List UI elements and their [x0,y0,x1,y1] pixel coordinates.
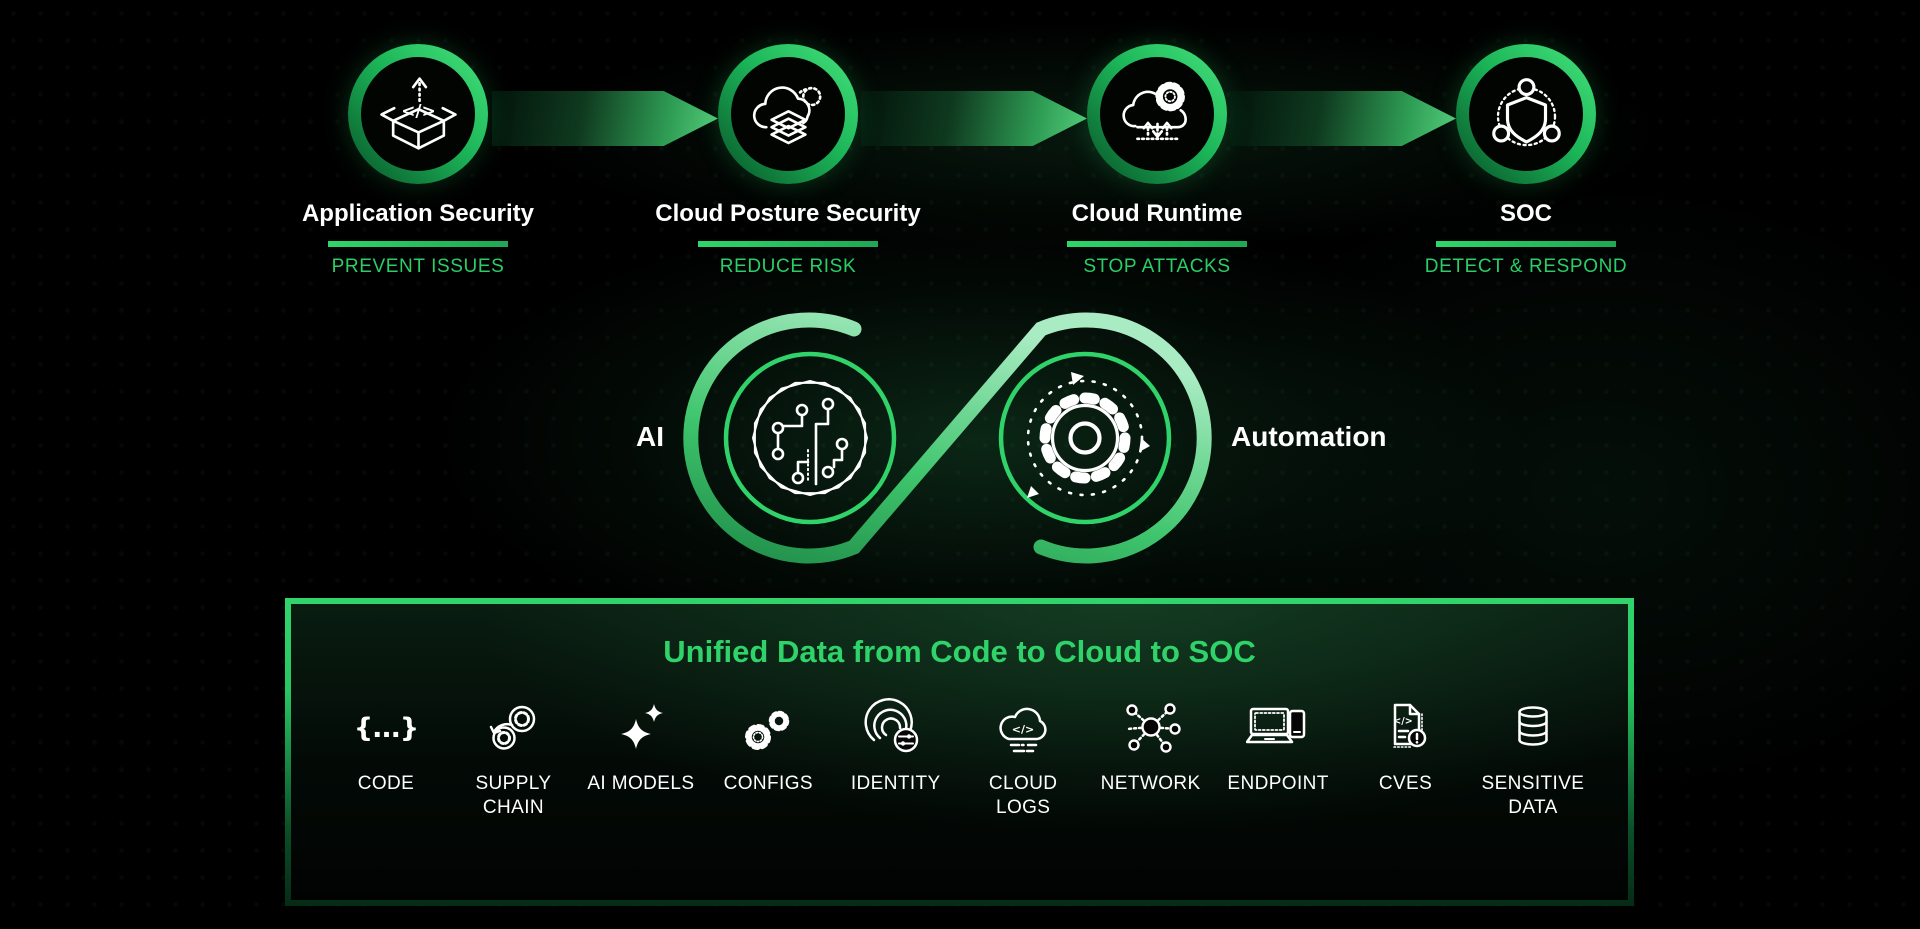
unified-item-network: NETWORK [1096,698,1206,820]
unified-item-cloud-logs: </> CLOUD LOGS [968,698,1078,820]
unified-item-cves: </> CVES [1351,698,1461,820]
unified-item-configs: CONFIGS [713,698,823,820]
unified-item-label: CODE [357,773,415,794]
unified-items-row: {...} CODE SUPPLY CHAIN [291,698,1628,820]
unified-item-label: NETWORK [1100,773,1201,794]
supply-chain-gears-icon [481,698,545,762]
stage-divider-bar [1067,241,1247,247]
ai-chip-icon [752,380,868,496]
stage-application-security: </> Application Security PREVENT ISSUES [268,44,568,278]
unified-item-label: SENSITIVE DATA [1481,773,1585,818]
unified-item-identity: IDENTITY [841,698,951,820]
automation-gear-icon [1026,372,1150,498]
stage-sublabel: STOP ATTACKS [1083,256,1231,277]
stage-sublabel: REDUCE RISK [719,256,857,277]
ai-models-sparkles-icon [609,698,673,762]
app-security-box-icon: </> [371,67,466,162]
unified-item-label: ENDPOINT [1227,773,1329,794]
stage-sublabel: PREVENT ISSUES [331,256,505,277]
cloud-runtime-gear-icon [1110,67,1205,162]
flow-arrow-icon [492,91,718,146]
svg-text:</>: </> [401,100,435,120]
configs-gears-icon [736,698,800,762]
stage-sublabel: DETECT & RESPOND [1424,256,1628,277]
unified-item-endpoint: ENDPOINT [1223,698,1333,820]
stage-divider-bar [1436,241,1616,247]
endpoint-devices-icon [1246,698,1310,762]
stage-title: SOC [1499,200,1552,227]
unified-item-sensitive-data: SENSITIVE DATA [1478,698,1588,820]
unified-item-label: CVES [1378,773,1433,794]
unified-item-label: SUPPLY CHAIN [475,773,552,818]
cloud-posture-layers-icon [741,67,836,162]
svg-text:</>: </> [1393,716,1412,727]
unified-item-label: CONFIGS [723,773,813,794]
unified-item-ai-models: AI MODELS [586,698,696,820]
stage-soc: SOC DETECT & RESPOND [1376,44,1676,278]
flow-arrow-icon [1230,91,1456,146]
stage-divider-bar [698,241,878,247]
unified-data-title: Unified Data from Code to Cloud to SOC [663,634,1256,669]
sensitive-data-database-icon [1501,698,1565,762]
cves-document-icon: </> [1374,698,1438,762]
svg-text:{...}: {...} [354,713,418,744]
ai-label: AI [636,421,664,452]
infinity-path [683,312,1212,564]
stage-title: Cloud Posture Security [655,200,921,227]
stage-divider-bar [328,241,508,247]
code-braces-icon: {...} [354,698,418,762]
automation-label: Automation [1231,421,1387,452]
unified-item-label: AI MODELS [587,773,695,794]
unified-data-box: Unified Data from Code to Cloud to SOC {… [285,598,1634,906]
unified-item-code: {...} CODE [331,698,441,820]
network-nodes-icon [1119,698,1183,762]
stage-title: Cloud Runtime [1071,200,1243,227]
stage-title: Application Security [301,200,535,227]
identity-fingerprint-icon [864,698,928,762]
unified-item-label: IDENTITY [850,773,941,794]
svg-text:</>: </> [1012,723,1034,736]
stage-cloud-runtime: Cloud Runtime STOP ATTACKS [1007,44,1307,278]
unified-item-label: CLOUD LOGS [988,773,1058,818]
flow-arrow-icon [861,91,1087,146]
soc-shield-icon [1479,67,1574,162]
cloud-logs-icon: </> [991,698,1055,762]
stage-cloud-posture-security: Cloud Posture Security REDUCE RISK [638,44,938,278]
unified-item-supply-chain: SUPPLY CHAIN [458,698,568,820]
ai-automation-infinity-loop [683,312,1212,564]
